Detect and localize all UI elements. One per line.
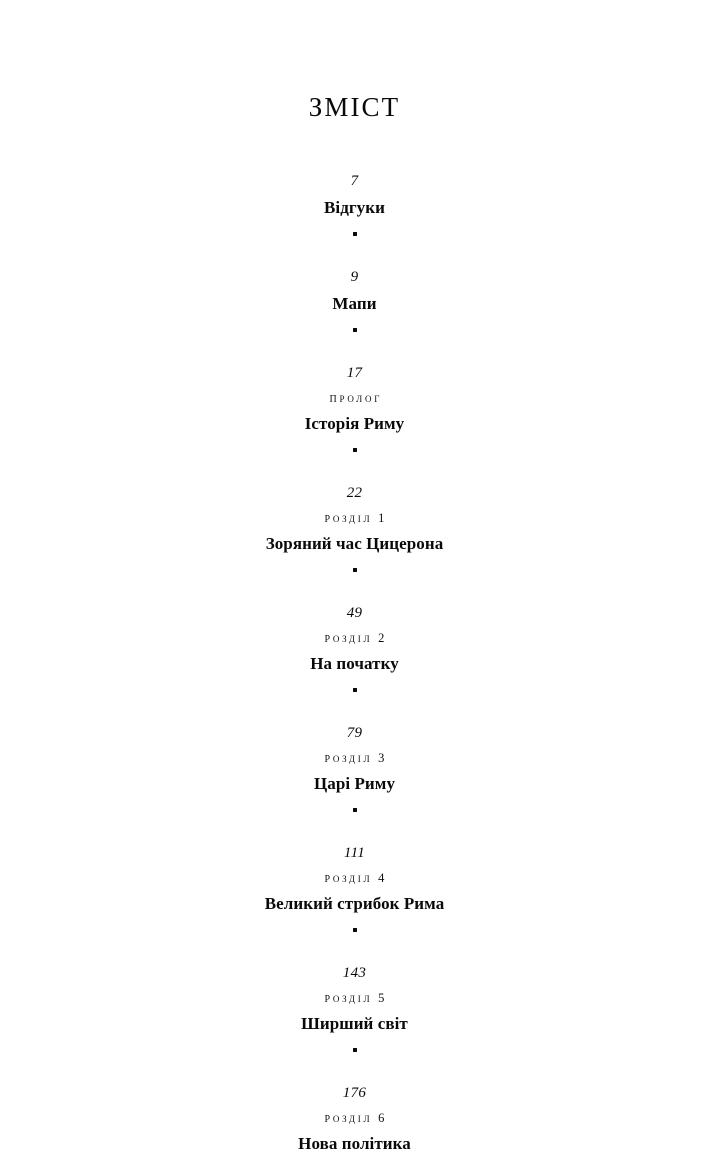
entry-separator bbox=[0, 673, 709, 707]
entry-spacer bbox=[0, 707, 709, 726]
entry-spacer bbox=[0, 947, 709, 966]
entry-section-label: Пролог bbox=[329, 390, 383, 406]
entry-page-number: 22 bbox=[346, 484, 363, 501]
bullet-dot-icon bbox=[352, 808, 357, 813]
entry-separator bbox=[0, 553, 709, 587]
bullet-dot-icon bbox=[352, 568, 357, 573]
entry-page-number: 49 bbox=[346, 604, 363, 621]
entry-page-number: 176 bbox=[342, 1085, 367, 1102]
bullet-dot-icon bbox=[352, 1048, 357, 1053]
entry-title: Великий стрибок Рима bbox=[264, 893, 445, 913]
entry-title: Мапи bbox=[332, 293, 377, 313]
entry-separator bbox=[0, 313, 709, 347]
entry-page-number: 79 bbox=[346, 724, 363, 741]
entry-page-number: 143 bbox=[342, 965, 367, 982]
toc-entry[interactable]: 49Розділ 2 На початку bbox=[0, 604, 709, 673]
toc-entry[interactable]: 79Розділ 3 Царі Риму bbox=[0, 724, 709, 793]
entry-section-label: Розділ 2 bbox=[324, 630, 388, 646]
bullet-dot-icon bbox=[352, 328, 357, 333]
entry-title: Відгуки bbox=[324, 197, 385, 217]
entry-spacer bbox=[0, 587, 709, 606]
entry-separator bbox=[0, 793, 709, 827]
entry-page-number: 7 bbox=[350, 172, 359, 189]
entry-section-label: Розділ 3 bbox=[324, 750, 388, 766]
toc-entry[interactable]: 22Розділ 1 Зоряний час Цицерона bbox=[0, 484, 709, 553]
entry-page-number: 17 bbox=[346, 364, 363, 381]
entry-spacer bbox=[0, 251, 709, 270]
page-title: Зміст bbox=[308, 83, 401, 125]
entry-separator bbox=[0, 217, 709, 251]
entry-section-label: Розділ 4 bbox=[324, 870, 388, 886]
entry-section-label: Розділ 1 bbox=[324, 510, 388, 526]
bullet-dot-icon bbox=[352, 928, 357, 933]
toc-entry[interactable]: 111Розділ 4 Великий стрибок Рима bbox=[0, 844, 709, 913]
entry-page-number: 9 bbox=[350, 268, 359, 285]
entry-separator bbox=[0, 1033, 709, 1067]
entry-title: Зоряний час Цицерона bbox=[265, 533, 444, 553]
entry-separator bbox=[0, 913, 709, 947]
bullet-dot-icon bbox=[352, 448, 357, 453]
entry-spacer bbox=[0, 827, 709, 846]
toc-entry[interactable]: 176Розділ 6 Нова політика bbox=[0, 1086, 709, 1153]
entry-title: На початку bbox=[310, 653, 399, 673]
entry-spacer bbox=[0, 347, 709, 366]
entry-spacer bbox=[0, 467, 709, 486]
entry-title: Історія Риму bbox=[304, 413, 405, 433]
entry-spacer bbox=[0, 1067, 709, 1086]
toc-entry[interactable]: 17ПрологІсторія Риму bbox=[0, 364, 709, 433]
entry-title: Царі Риму bbox=[313, 773, 396, 793]
bullet-dot-icon bbox=[352, 232, 357, 237]
bullet-dot-icon bbox=[352, 688, 357, 693]
entry-page-number: 111 bbox=[343, 844, 366, 861]
entry-section-label: Розділ 6 bbox=[324, 1111, 388, 1127]
entry-title: Нова політика bbox=[298, 1134, 411, 1153]
entry-separator bbox=[0, 433, 709, 467]
entry-section-label: Розділ 5 bbox=[324, 991, 388, 1007]
